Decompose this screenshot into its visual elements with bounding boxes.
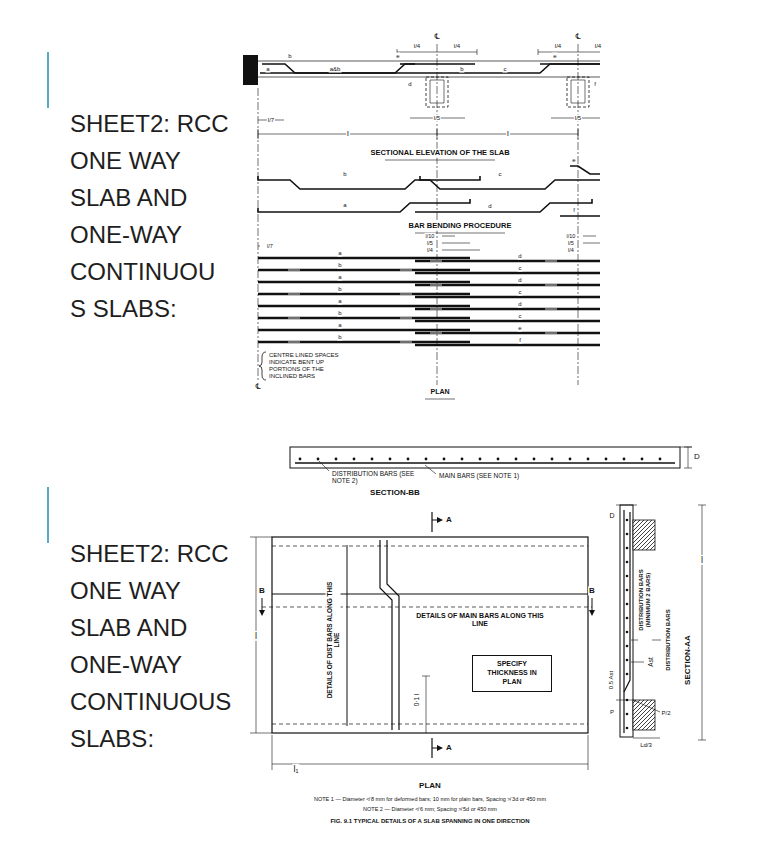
bar-mark: e [395,53,400,60]
bar-mark: c [518,289,523,296]
callout: MAIN BARS (SEE NOTE 1) [438,472,520,479]
dimension: l₁ [292,764,299,774]
bar-mark: e [552,53,557,60]
bar-mark: b [342,171,347,178]
centre-line-mark: ℄ [433,32,440,41]
dimension: l/4 [594,43,602,50]
view-title: PLAN [418,781,442,790]
bar-mark: b [337,310,342,317]
dimension: l/4 [413,43,421,50]
bar-mark: e [517,325,522,332]
slide-heading: SHEET2: RCC ONE WAY SLAB AND ONE-WAY CON… [70,105,234,327]
dimension: D [608,512,615,520]
view-title: PLAN [429,388,450,396]
bar-mark: a [342,202,347,209]
bar-mark: d [487,203,492,210]
bar-mark: d [517,301,522,308]
dimension: l [254,631,258,641]
dimension: l [700,555,704,565]
bar-mark: e [571,157,576,164]
figure-caption: FIG. 9.1 TYPICAL DETAILS OF A SLAB SPANN… [329,818,530,825]
bar-mark: d [517,253,522,260]
accent-bar [47,52,49,108]
view-title: BAR BENDING PROCEDURE [408,222,513,231]
view-title: SECTIONAL ELEVATION OF THE SLAB [369,149,510,158]
dimension: l/10 [425,233,436,239]
centre-line-mark: ℄ [574,32,581,41]
callout: DISTRIBUTION BARS [665,608,672,671]
bar-mark: b [337,334,342,341]
note: CENTRE LINED SPACES INDICATE BENT UP POR… [268,352,350,380]
callout: DISTRIBUTION BARS (MINIMUM 2 BARS) [638,557,652,643]
note-text: SPECIFY THICKNESS IN PLAN [479,660,545,686]
bar-mark: a [337,322,342,329]
bar-mark: a&b [329,66,342,73]
continuous-slab-drawing [243,44,600,399]
bar-mark: b [287,53,292,60]
dimension: l/4 [554,43,562,50]
section-mark: A [445,515,453,524]
bar-mark: b [337,286,342,293]
dimension: l [346,129,350,138]
dimension: l/5 [567,240,575,246]
bar-mark: c [518,265,523,272]
note: NOTE 1 — Diameter ≮ 8 mm for deformed ba… [313,796,547,802]
dimension: l/4 [453,43,461,50]
bar-mark: c [518,313,523,320]
dimension: P [609,709,615,716]
bar-mark: c [498,171,503,178]
accent-bar [47,487,49,543]
dimension: P/2 [660,710,671,717]
bar-mark: d [517,277,522,284]
centre-line-mark: ℄ [254,382,261,391]
dimension: Ld/3 [639,742,653,749]
view-title: SECTION-BB [369,488,421,497]
bar-mark: a [265,66,270,73]
bar-mark: f [518,337,522,344]
section-mark: B [588,586,596,595]
dimension: l/5 [426,240,434,246]
bar-mark: f [593,81,597,88]
slide-heading: SHEET2: RCC ONE WAY SLAB AND ONE-WAY CON… [70,535,234,757]
dimension: l/7 [266,243,274,249]
bar-mark: d [407,81,412,88]
bar-mark: b [337,262,342,269]
bar-mark: c [503,66,508,73]
callout: DETAILS OF DIST BARS ALONG THIS LINE [326,574,341,706]
dimension: l [506,129,510,138]
bar-mark: a [337,298,342,305]
dimension: D [693,452,701,461]
dimension: l/5 [433,115,441,122]
bar-mark: f [572,207,576,214]
section-mark: B [258,586,266,595]
dimension: l/5 [574,115,582,122]
dimension: l/4 [567,247,575,253]
note-box: SPECIFY THICKNESS IN PLAN [472,655,552,692]
note: NOTE 2 — Diameter ≮ 6 mm; Spacing ≯ 5d o… [362,806,498,812]
section-mark: A [445,743,453,752]
dimension: l/10 [566,233,577,239]
dimension: l/7 [267,117,275,124]
bar-mark: b [459,66,464,73]
callout: 0.5 Ast [608,670,615,690]
view-title: SECTION-AA [683,634,692,686]
dimension: l/4 [426,247,434,253]
callout: DISTRIBUTION BARS (SEE NOTE 2) [331,470,425,485]
bar-mark: a [337,274,342,281]
callout: Ast [647,656,654,667]
one-way-slab-drawing [250,447,706,770]
callout: DETAILS OF MAIN BARS ALONG THIS LINE [409,612,551,628]
dimension: 0·1 l [413,693,420,708]
bar-mark: a [337,250,342,257]
